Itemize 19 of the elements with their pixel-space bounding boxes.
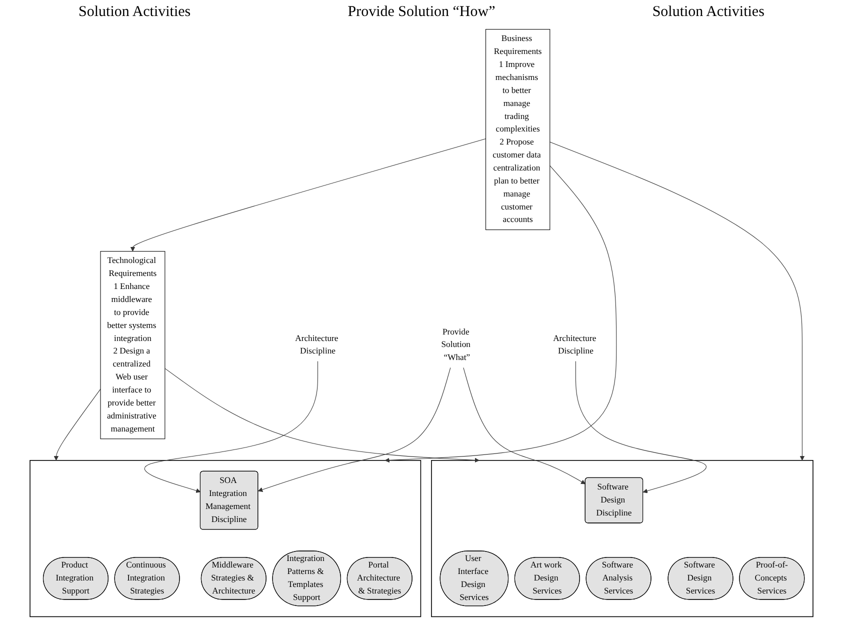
node-box: Technological Requirements 1 Enhance middleware to provide better systems integration 2 Design a centralized Web user interface to provide better administrative management [100, 251, 166, 440]
note-text: Solution Activities [78, 4, 191, 21]
arrow [54, 388, 101, 461]
arrow [384, 165, 617, 463]
note-text: Provide Solution “How” [348, 4, 496, 21]
node-text: Provide Solution “What” [441, 327, 470, 362]
node-text: Architecture Discipline [553, 334, 596, 356]
cluster [30, 460, 422, 618]
arrow [144, 361, 318, 493]
arrow [258, 367, 451, 492]
arrow [463, 367, 586, 484]
arrow [130, 138, 486, 252]
node-box: Business Requirements 1 Improve mechanisms to better manage trading complexities 2 Propose customer data centralization plan to better manage customer accounts [486, 29, 550, 230]
note-text: Solution Activities [652, 4, 764, 21]
arrow [550, 142, 805, 461]
cluster [431, 460, 814, 618]
node-text: Architecture Discipline [295, 334, 338, 356]
arrow [164, 368, 480, 463]
arrow [575, 361, 706, 494]
